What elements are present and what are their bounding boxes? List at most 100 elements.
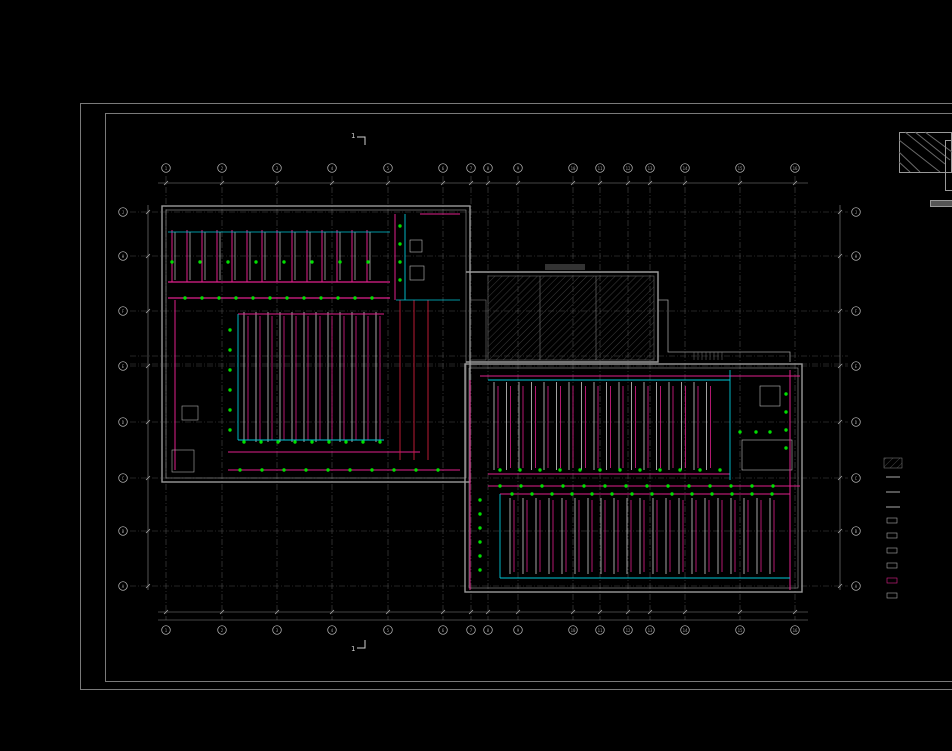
sprinkler-head <box>353 296 357 300</box>
axis-bubble <box>438 625 448 635</box>
dim-tick <box>145 419 151 425</box>
room-box <box>741 439 793 471</box>
axis-label: 11 <box>598 628 603 633</box>
sprinkler-head <box>327 440 331 444</box>
dim-tick <box>570 180 576 186</box>
sprinkler-head <box>478 568 482 572</box>
sprinkler-head <box>398 224 402 228</box>
axis-bubble <box>513 163 523 173</box>
section-mark-bottom: 1 <box>351 640 366 653</box>
sprinkler-head <box>708 484 712 488</box>
sprinkler-head <box>478 526 482 530</box>
sprinkler-head <box>336 296 340 300</box>
dim-tick <box>837 308 843 314</box>
sprinkler-head <box>276 440 280 444</box>
axis-bubble <box>645 625 655 635</box>
dim-tick <box>737 609 743 615</box>
sprinkler-head <box>645 484 649 488</box>
dim-tick <box>329 609 335 615</box>
axis-bubble <box>851 581 861 591</box>
sprinkler-head <box>478 540 482 544</box>
axis-bubble <box>118 417 128 427</box>
sprinkler-head <box>228 428 232 432</box>
legend-swatch <box>886 562 898 569</box>
axis-label: J <box>855 210 857 215</box>
axis-label: 5 <box>387 166 390 171</box>
section-mark-top: 1 <box>351 132 366 145</box>
dim-tick <box>837 583 843 589</box>
sprinkler-head <box>784 446 788 450</box>
legend-swatch <box>886 547 898 554</box>
axis-label: A <box>855 584 858 589</box>
axis-bubble <box>327 163 337 173</box>
dim-tick <box>597 609 603 615</box>
dim-tick <box>274 609 280 615</box>
axis-label: 15 <box>738 628 743 633</box>
axis-bubble <box>851 251 861 261</box>
dim-tick <box>385 180 391 186</box>
axis-label: E <box>855 364 858 369</box>
sprinkler-head <box>738 430 742 434</box>
axis-bubble <box>645 163 655 173</box>
sprinkler-head <box>198 260 202 264</box>
dim-tick <box>837 528 843 534</box>
axis-label: 16 <box>793 166 798 171</box>
sprinkler-head <box>582 484 586 488</box>
axis-label: 8 <box>487 628 490 633</box>
axis-label: 12 <box>626 628 631 633</box>
sprinkler-head <box>603 484 607 488</box>
dim-tick <box>145 363 151 369</box>
sprinkler-head <box>638 468 642 472</box>
sprinkler-head <box>610 492 614 496</box>
sprinkler-head <box>658 468 662 472</box>
axis-label: 3 <box>276 166 279 171</box>
dim-tick <box>682 180 688 186</box>
axis-bubble <box>851 306 861 316</box>
sprinkler-head <box>348 468 352 472</box>
sprinkler-head <box>750 492 754 496</box>
axis-bubble <box>272 163 282 173</box>
axis-label: 2 <box>221 166 224 171</box>
axis-bubble <box>118 306 128 316</box>
dim-tick <box>625 180 631 186</box>
sprinkler-head <box>378 440 382 444</box>
sprinkler-head <box>228 388 232 392</box>
sprinkler-head <box>234 296 238 300</box>
axis-label: 7 <box>470 628 473 633</box>
axis-bubble <box>851 207 861 217</box>
sprinkler-head <box>254 260 258 264</box>
axis-label: E <box>122 364 125 369</box>
axis-label: 13 <box>648 166 653 171</box>
sheet-border <box>80 103 952 690</box>
sprinkler-head <box>730 492 734 496</box>
axis-bubble <box>790 163 800 173</box>
axis-bubble <box>118 526 128 536</box>
sprinkler-head <box>784 392 788 396</box>
sprinkler-head <box>200 296 204 300</box>
axis-bubble <box>438 163 448 173</box>
dim-tick <box>440 180 446 186</box>
axis-label: 3 <box>276 628 279 633</box>
axis-bubble <box>568 163 578 173</box>
axis-label: 4 <box>331 628 334 633</box>
sprinkler-head <box>398 278 402 282</box>
sprinkler-head <box>310 260 314 264</box>
axis-bubble <box>118 251 128 261</box>
dim-tick <box>145 253 151 259</box>
axis-label: 13 <box>648 628 653 633</box>
sprinkler-head <box>590 492 594 496</box>
legend-swatch <box>886 532 898 539</box>
dim-tick <box>515 609 521 615</box>
dim-tick <box>837 419 843 425</box>
sprinkler-head <box>570 492 574 496</box>
axis-label: 10 <box>571 628 576 633</box>
sprinkler-head <box>183 296 187 300</box>
dimension-lines <box>147 182 841 621</box>
sprinkler-head <box>558 468 562 472</box>
dim-tick <box>145 583 151 589</box>
sprinkler-head <box>398 242 402 246</box>
axis-label: D <box>855 420 858 425</box>
sprinkler-head <box>630 492 634 496</box>
axis-bubble <box>513 625 523 635</box>
hatched-core <box>469 264 655 361</box>
